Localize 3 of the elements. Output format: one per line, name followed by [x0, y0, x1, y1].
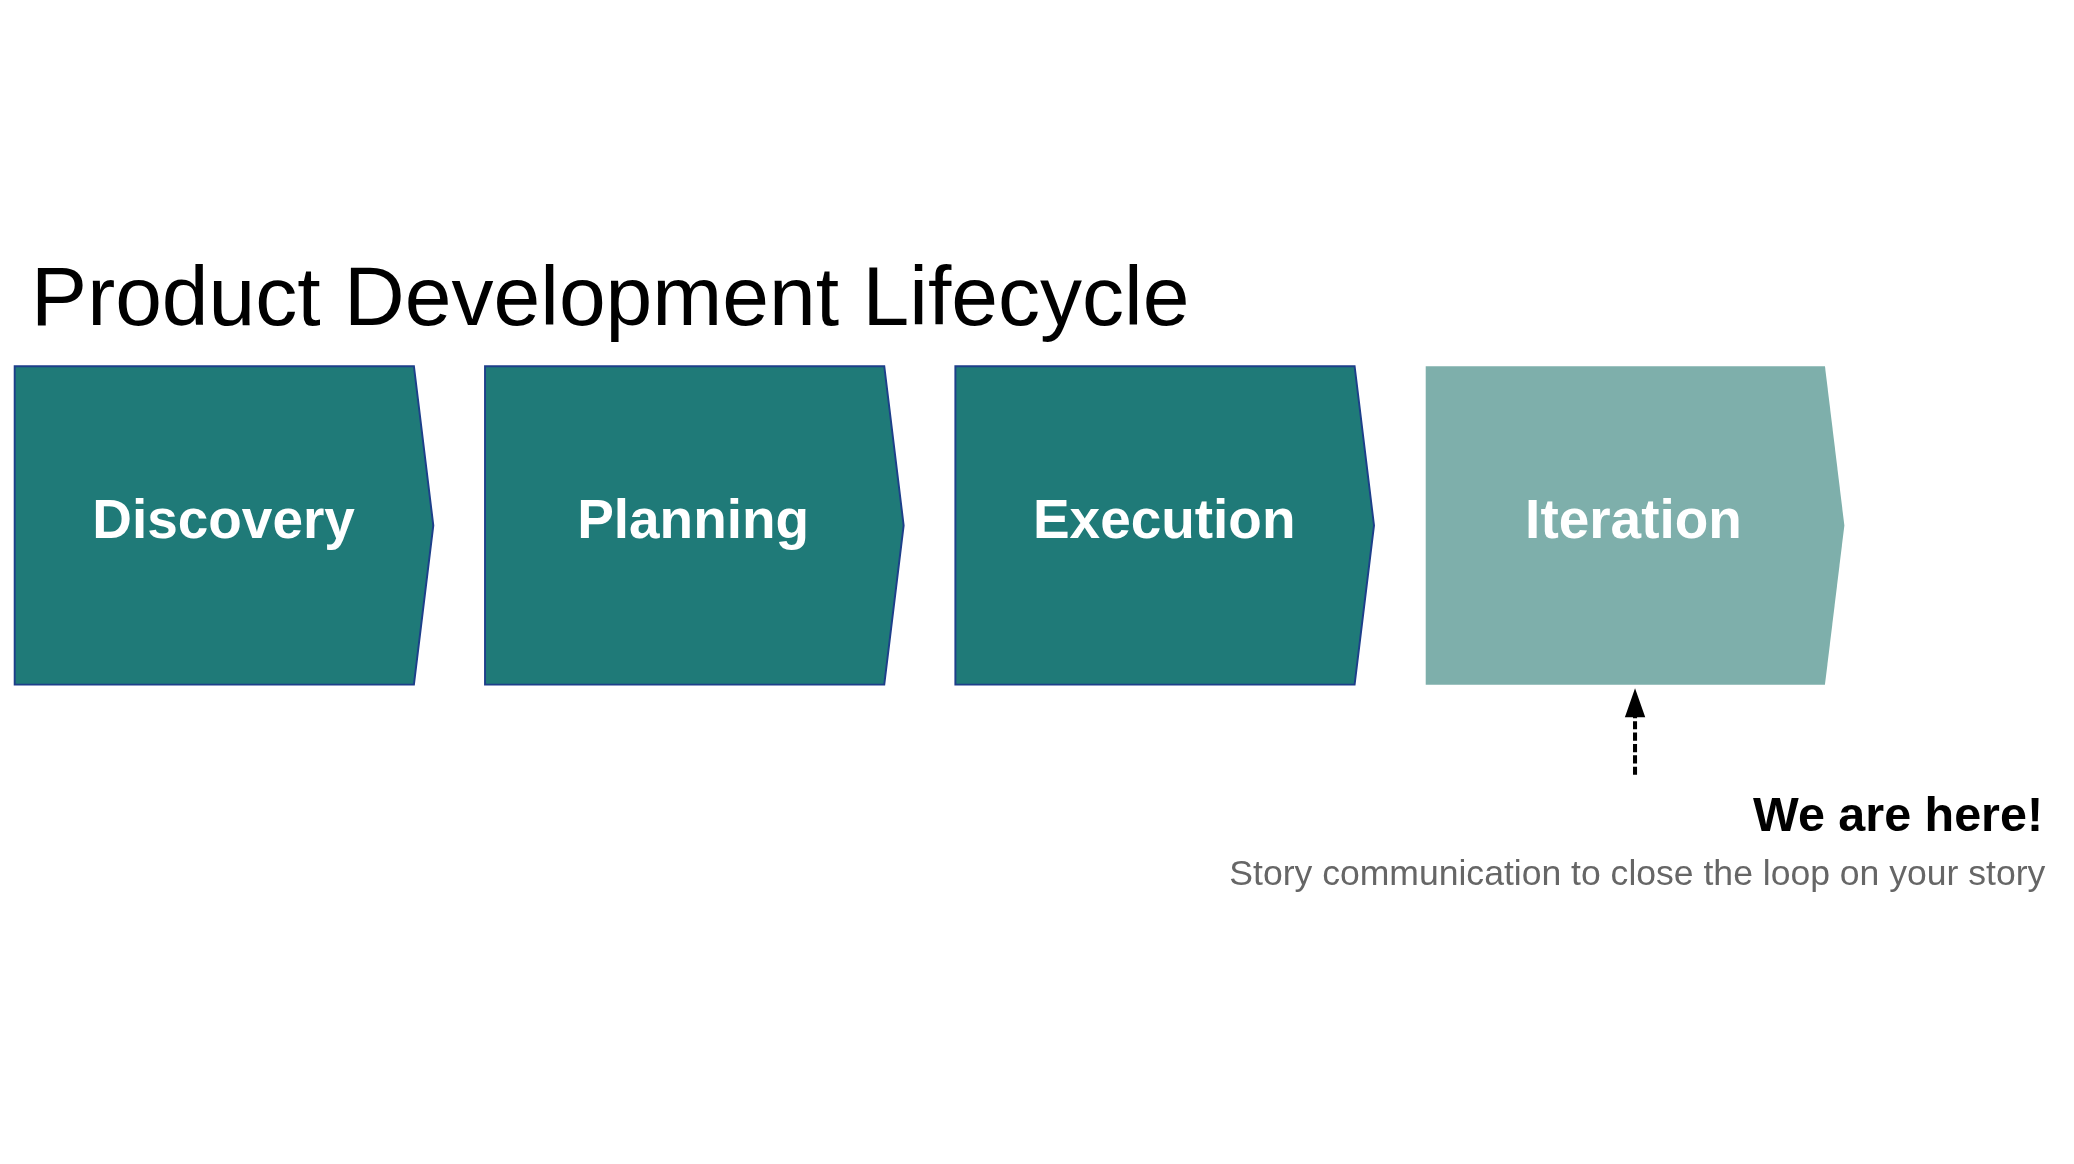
- arrow: [1624, 688, 1646, 775]
- diagram-title: Product Development Lifecycle: [31, 249, 1190, 344]
- node-text: We are here! Story communication to close the loop on your story: [1229, 786, 2046, 894]
